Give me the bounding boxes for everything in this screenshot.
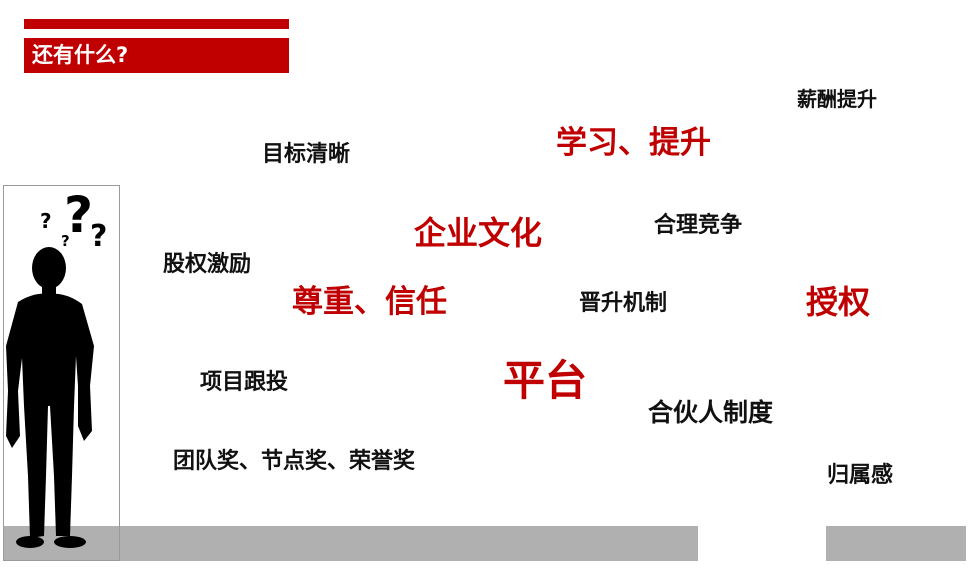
- question-mark-small-icon: ?: [40, 209, 52, 233]
- word-awards: 团队奖、节点奖、荣誉奖: [173, 449, 416, 474]
- floor-bar-right: [826, 526, 966, 561]
- floor-bar-left: [120, 526, 698, 561]
- word-corporate-culture: 企业文化: [414, 214, 543, 252]
- title-banner: 还有什么?: [24, 38, 289, 73]
- word-project-coinvest: 项目跟投: [200, 370, 289, 395]
- word-fair-competition: 合理竞争: [654, 213, 743, 238]
- question-mark-large-icon: ?: [64, 186, 93, 244]
- word-goal-clear: 目标清晰: [262, 142, 351, 167]
- header-accent-bar: [24, 19, 289, 29]
- page-title: 还有什么?: [32, 43, 129, 67]
- question-mark-right-icon: ?: [90, 219, 107, 254]
- word-promotion-mechanism: 晋升机制: [579, 291, 668, 316]
- word-learn-improve: 学习、提升: [556, 125, 711, 161]
- thinking-person-image: ? ? ? ?: [3, 185, 120, 561]
- word-platform: 平台: [503, 356, 588, 405]
- question-mark-tiny-icon: ?: [61, 232, 70, 250]
- word-equity-incentive: 股权激励: [163, 252, 252, 277]
- thinking-person-icon: ? ? ? ?: [6, 186, 107, 548]
- word-empowerment: 授权: [806, 283, 871, 321]
- word-salary-up: 薪酬提升: [797, 87, 877, 111]
- word-respect-trust: 尊重、信任: [292, 284, 447, 320]
- word-partner-system: 合伙人制度: [648, 398, 774, 427]
- word-belonging: 归属感: [827, 463, 894, 488]
